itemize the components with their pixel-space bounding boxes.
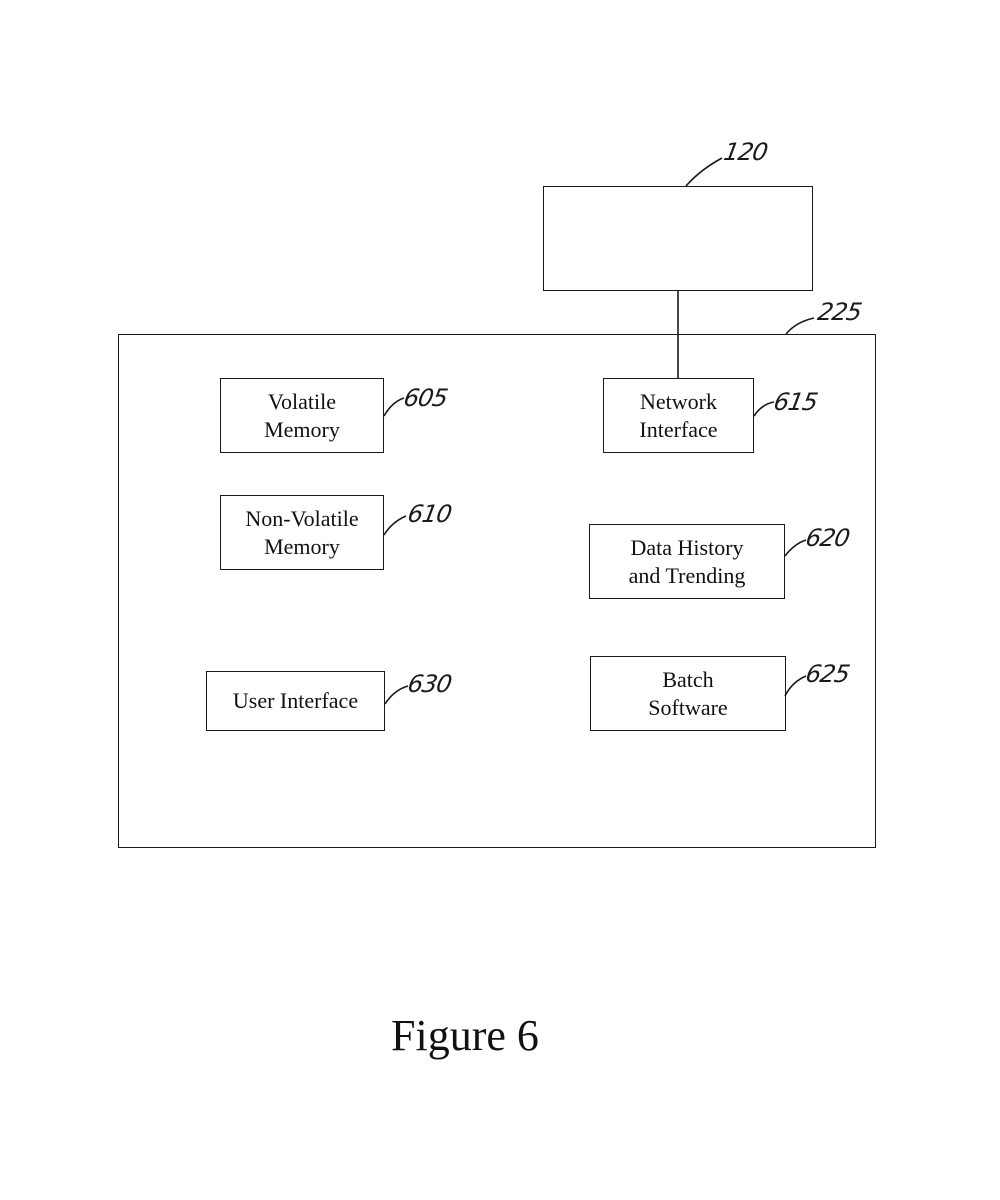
batch-software-box: Batch Software — [590, 656, 786, 731]
network-interface-label: Network Interface — [639, 388, 717, 444]
server-ref: 120 — [722, 138, 770, 166]
system-ref: 225 — [816, 298, 864, 326]
non-volatile-memory-ref: 610 — [406, 500, 454, 528]
volatile-memory-box: Volatile Memory — [220, 378, 384, 453]
user-interface-label: User Interface — [233, 687, 358, 715]
leader-225 — [786, 318, 814, 334]
server-box — [543, 186, 813, 291]
batch-software-label: Batch Software — [648, 666, 727, 722]
volatile-memory-label: Volatile Memory — [264, 388, 340, 444]
volatile-memory-ref: 605 — [402, 384, 450, 412]
network-interface-box: Network Interface — [603, 378, 754, 453]
network-interface-ref: 615 — [772, 388, 820, 416]
non-volatile-memory-box: Non-Volatile Memory — [220, 495, 384, 570]
data-history-ref: 620 — [804, 524, 852, 552]
user-interface-box: User Interface — [206, 671, 385, 731]
data-history-box: Data History and Trending — [589, 524, 785, 599]
user-interface-ref: 630 — [406, 670, 454, 698]
non-volatile-memory-label: Non-Volatile Memory — [245, 505, 358, 561]
leader-120 — [686, 158, 722, 186]
figure-caption: Figure 6 — [0, 1010, 930, 1061]
batch-software-ref: 625 — [804, 660, 852, 688]
data-history-label: Data History and Trending — [629, 534, 746, 590]
